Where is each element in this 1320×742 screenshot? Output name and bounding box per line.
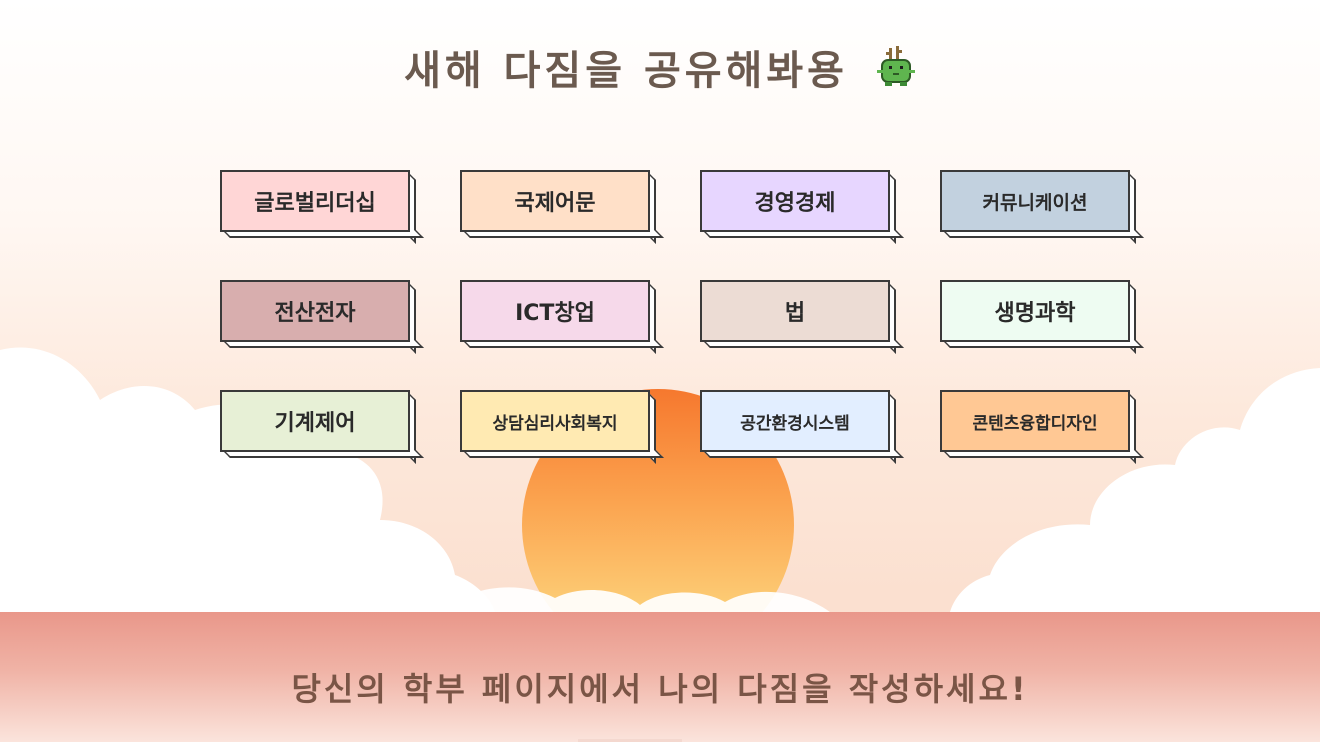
bottom-divider <box>578 739 682 742</box>
department-button-life-science[interactable]: 생명과학 <box>940 280 1144 354</box>
page-title-text: 새해 다짐을 공유해봐용 <box>404 48 848 94</box>
cloud-center <box>440 587 830 612</box>
department-label: 생명과학 <box>940 280 1130 342</box>
department-label: 콘텐츠융합디자인 <box>940 390 1130 452</box>
department-grid: 글로벌리더십 국제어문 경영경제 커뮤니케이션 전산전자 ICT창업 법 생명과… <box>220 170 1144 464</box>
department-label: 커뮤니케이션 <box>940 170 1130 232</box>
bottom-band <box>0 612 1320 742</box>
department-button-global-leadership[interactable]: 글로벌리더십 <box>220 170 424 244</box>
department-button-mechanical-control[interactable]: 기계제어 <box>220 390 424 464</box>
department-button-spatial-environment-systems[interactable]: 공간환경시스템 <box>700 390 904 464</box>
department-label: 상담심리사회복지 <box>460 390 650 452</box>
footer-message: 당신의 학부 페이지에서 나의 다짐을 작성하세요! <box>291 670 1029 708</box>
department-label: 공간환경시스템 <box>700 390 890 452</box>
department-button-counseling-social-welfare[interactable]: 상담심리사회복지 <box>460 390 664 464</box>
department-button-communication[interactable]: 커뮤니케이션 <box>940 170 1144 244</box>
department-label: 기계제어 <box>220 390 410 452</box>
department-button-content-convergence-design[interactable]: 콘텐츠융합디자인 <box>940 390 1144 464</box>
department-button-business-economics[interactable]: 경영경제 <box>700 170 904 244</box>
page-title: 새해 다짐을 공유해봐용 <box>0 38 1320 100</box>
department-button-ict-startup[interactable]: ICT창업 <box>460 280 664 354</box>
department-label: 경영경제 <box>700 170 890 232</box>
department-label: 국제어문 <box>460 170 650 232</box>
cloud-left <box>0 347 495 612</box>
department-label: 글로벌리더십 <box>220 170 410 232</box>
department-button-law[interactable]: 법 <box>700 280 904 354</box>
cloud-right <box>950 368 1320 612</box>
dragon-icon <box>876 46 916 100</box>
department-label: 법 <box>700 280 890 342</box>
department-button-international-languages[interactable]: 국제어문 <box>460 170 664 244</box>
department-label: ICT창업 <box>460 280 650 342</box>
department-button-computer-electronics[interactable]: 전산전자 <box>220 280 424 354</box>
department-label: 전산전자 <box>220 280 410 342</box>
